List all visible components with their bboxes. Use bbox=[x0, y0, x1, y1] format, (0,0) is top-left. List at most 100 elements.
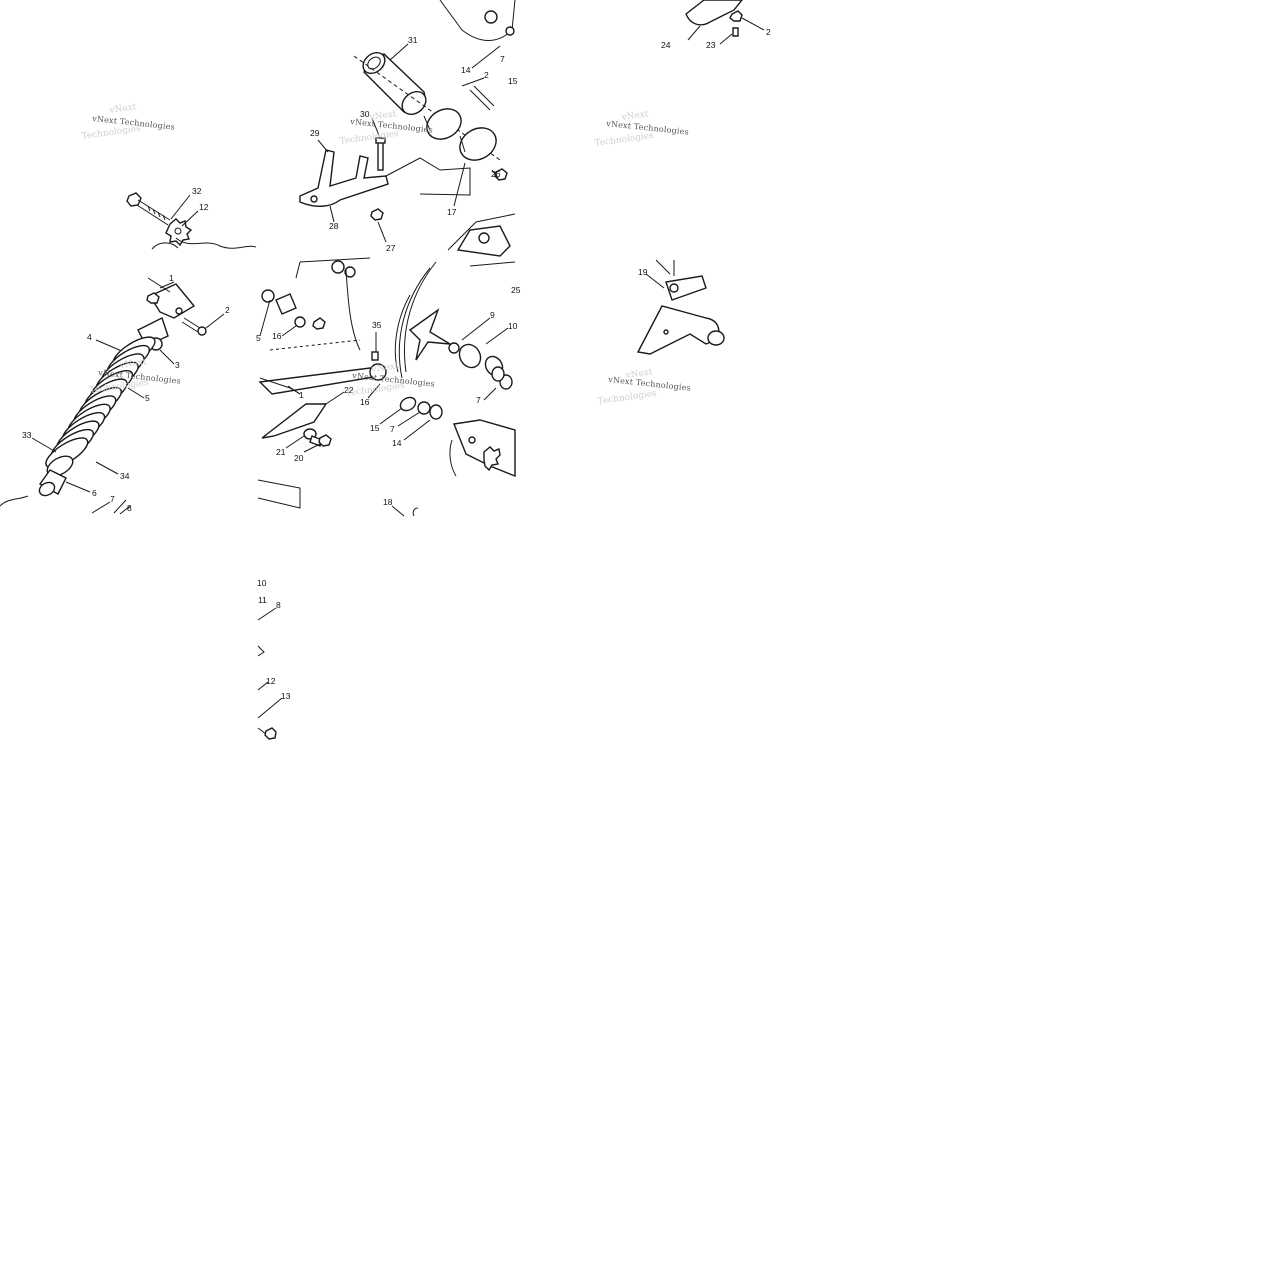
watermark: Technologies vNext vNext Technologies bbox=[345, 361, 435, 399]
bushing-tube-31 bbox=[362, 51, 427, 116]
callout-label: 30 bbox=[360, 109, 370, 119]
callout-label: 20 bbox=[294, 453, 304, 463]
callout-label: 12 bbox=[266, 676, 276, 686]
idler-star bbox=[408, 308, 451, 361]
bushing-stack bbox=[399, 396, 443, 420]
bolt-20-21 bbox=[303, 428, 332, 447]
bracket-29 bbox=[299, 149, 389, 207]
callout-label: 2 bbox=[766, 27, 771, 37]
watermark: Technologies vNext vNext Technologies bbox=[597, 367, 691, 407]
callout-label: 18 bbox=[383, 497, 393, 507]
axle-spacers bbox=[448, 342, 513, 390]
watermark: Technologies vNext vNext Technologies bbox=[89, 357, 181, 396]
callout-label: 10 bbox=[508, 321, 518, 331]
bolt-13 bbox=[257, 727, 277, 740]
callout-label: 25 bbox=[511, 285, 521, 295]
bolt-2 bbox=[181, 317, 207, 336]
bolt-32 bbox=[126, 192, 171, 226]
tile-center: 9 10 7 25 1 5 16 35 bbox=[256, 257, 521, 517]
callout-label: 28 bbox=[329, 221, 339, 231]
frame-outline bbox=[345, 269, 361, 351]
svg-text:vNext: vNext bbox=[118, 357, 147, 371]
washers-top bbox=[261, 260, 356, 330]
callout-label: 12 bbox=[199, 202, 209, 212]
grease-fitting-35 bbox=[369, 351, 387, 381]
callout-label: 31 bbox=[408, 35, 418, 45]
tile-lower-strip: 10 11 8 12 13 bbox=[257, 578, 291, 740]
screw-30 bbox=[375, 137, 386, 171]
callout-label: 11 bbox=[258, 595, 267, 605]
callout-label: 22 bbox=[344, 385, 354, 395]
shock-mount-bracket bbox=[146, 283, 196, 319]
watermark: Technologies vNext vNext Technologies bbox=[594, 109, 689, 149]
callout-label: 14 bbox=[392, 438, 402, 448]
tile-middle-right: 19 Technologies vNext vNext Technologies bbox=[597, 259, 725, 407]
callout-label: 5 bbox=[256, 333, 261, 343]
callout-label: 8 bbox=[127, 503, 132, 513]
callout-label: 29 bbox=[310, 128, 320, 138]
callout-label: 2 bbox=[484, 70, 489, 80]
callout-label: 24 bbox=[661, 40, 671, 50]
svg-text:Technologies: Technologies bbox=[597, 389, 658, 407]
mount-plate bbox=[665, 275, 707, 301]
tile-top-left: 32 12 Technologies vNext vNext Technolog… bbox=[81, 102, 257, 250]
svg-text:vNext: vNext bbox=[368, 109, 397, 123]
callout-label: 32 bbox=[192, 186, 202, 196]
locknut-12 bbox=[165, 218, 193, 247]
callout-label: 9 bbox=[490, 310, 495, 320]
callout-label: 4 bbox=[87, 332, 92, 342]
watermark: Technologies vNext vNext Technologies bbox=[339, 109, 433, 147]
rear-arm bbox=[636, 305, 720, 355]
svg-text:vNext: vNext bbox=[370, 361, 399, 375]
tile-top-right: 24 23 2 Technologies vNext vNext Technol… bbox=[594, 0, 771, 149]
bolt-23 bbox=[732, 27, 739, 37]
cable-wire bbox=[0, 495, 29, 507]
callout-label: 16 bbox=[272, 331, 282, 341]
callout-label: 16 bbox=[360, 397, 370, 407]
nut-27 bbox=[370, 208, 384, 221]
svg-text:vNext: vNext bbox=[620, 109, 649, 123]
idler-wheel-rim bbox=[394, 294, 411, 373]
cable-loop bbox=[151, 242, 179, 250]
clamp-17 bbox=[423, 108, 497, 161]
callout-label: 26 bbox=[491, 169, 501, 179]
callout-label: 7 bbox=[110, 494, 115, 504]
bracket-arm bbox=[685, 0, 743, 26]
callout-label: 1 bbox=[169, 273, 174, 283]
callout-label: 7 bbox=[500, 54, 505, 64]
callout-label: 21 bbox=[276, 447, 286, 457]
assembly-axis bbox=[269, 339, 361, 351]
svg-text:vNext: vNext bbox=[624, 367, 653, 381]
cable-wire bbox=[175, 237, 257, 249]
callout-label: 3 bbox=[175, 360, 180, 370]
callout-label: 7 bbox=[390, 424, 395, 434]
frame-outline bbox=[295, 257, 371, 279]
frame-outline bbox=[385, 157, 471, 196]
frame-plate bbox=[439, 0, 516, 41]
callout-label: 2 bbox=[225, 305, 230, 315]
shock-body bbox=[38, 455, 74, 497]
callout-label: 7 bbox=[476, 395, 481, 405]
callout-label: 13 bbox=[281, 691, 291, 701]
watermark: Technologies vNext vNext Technologies bbox=[81, 102, 175, 142]
svg-text:Technologies: Technologies bbox=[339, 129, 400, 147]
callout-label: 5 bbox=[145, 393, 150, 403]
callout-label: 27 bbox=[386, 243, 396, 253]
hanger-plate bbox=[453, 419, 516, 478]
callout-label: 8 bbox=[276, 600, 281, 610]
callout-label: 19 bbox=[638, 267, 648, 277]
frame-outline bbox=[257, 479, 301, 509]
callout-label: 15 bbox=[370, 423, 380, 433]
tile-top-middle: 31 17 30 29 28 27 bbox=[299, 0, 518, 257]
svg-text:Technologies: Technologies bbox=[594, 131, 655, 149]
coil-spring bbox=[45, 336, 156, 469]
callout-label: 33 bbox=[22, 430, 32, 440]
callout-label: 1 bbox=[299, 390, 304, 400]
callout-label: 23 bbox=[706, 40, 716, 50]
callout-label: 17 bbox=[447, 207, 457, 217]
svg-text:vNext: vNext bbox=[108, 102, 137, 116]
callout-label: 6 bbox=[92, 488, 97, 498]
bracket-22 bbox=[261, 403, 328, 439]
